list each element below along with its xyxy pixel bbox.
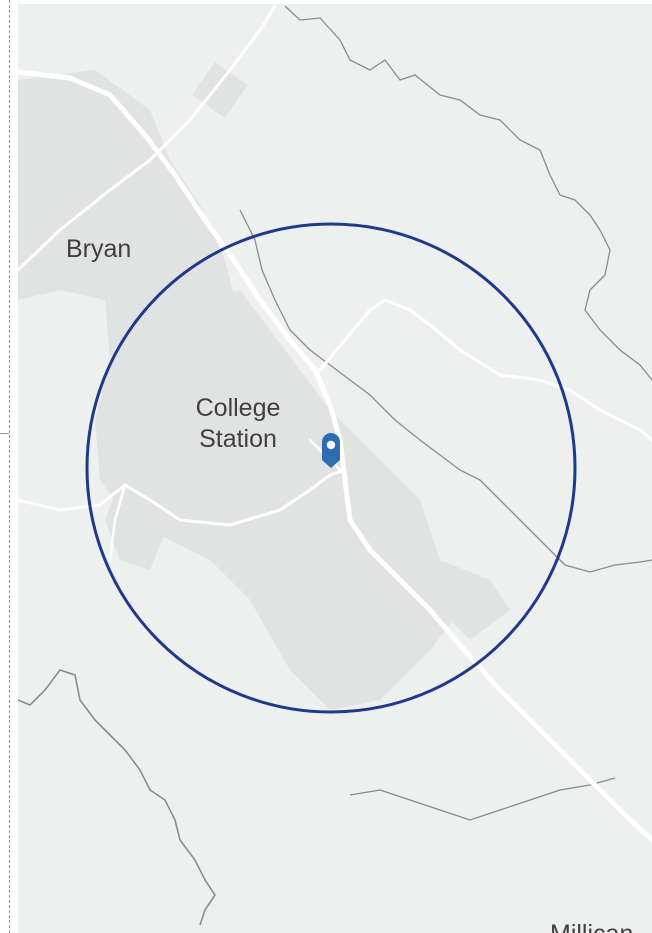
urban-area-east [440, 560, 510, 640]
place-label-bryan: Bryan [66, 235, 131, 263]
road-northwest [18, 4, 277, 272]
search-radius-circle [85, 222, 577, 714]
highway-6 [18, 69, 652, 843]
panel-divider [9, 0, 10, 933]
river-brazos [18, 669, 216, 926]
road-southwest [108, 483, 127, 562]
urban-area-college-station [95, 280, 470, 710]
road-east [318, 298, 652, 442]
place-label-college-station-line1: College [196, 394, 281, 422]
location-marker-icon[interactable] [322, 433, 340, 468]
urban-areas [18, 62, 510, 710]
waterways [18, 5, 652, 926]
map-canvas[interactable]: Bryan College Station Millican [18, 4, 652, 933]
river-navasota [284, 5, 652, 381]
urban-block [192, 62, 248, 118]
creek-carters [239, 209, 652, 573]
urban-area-bryan [18, 70, 235, 300]
basemap: Bryan College Station Millican [18, 4, 652, 933]
place-label-millican: Millican [550, 920, 633, 933]
creek-south [349, 777, 616, 821]
place-label-college-station-line2: Station [199, 425, 277, 453]
road-university [18, 468, 347, 527]
panel-divider-tick [0, 433, 9, 434]
